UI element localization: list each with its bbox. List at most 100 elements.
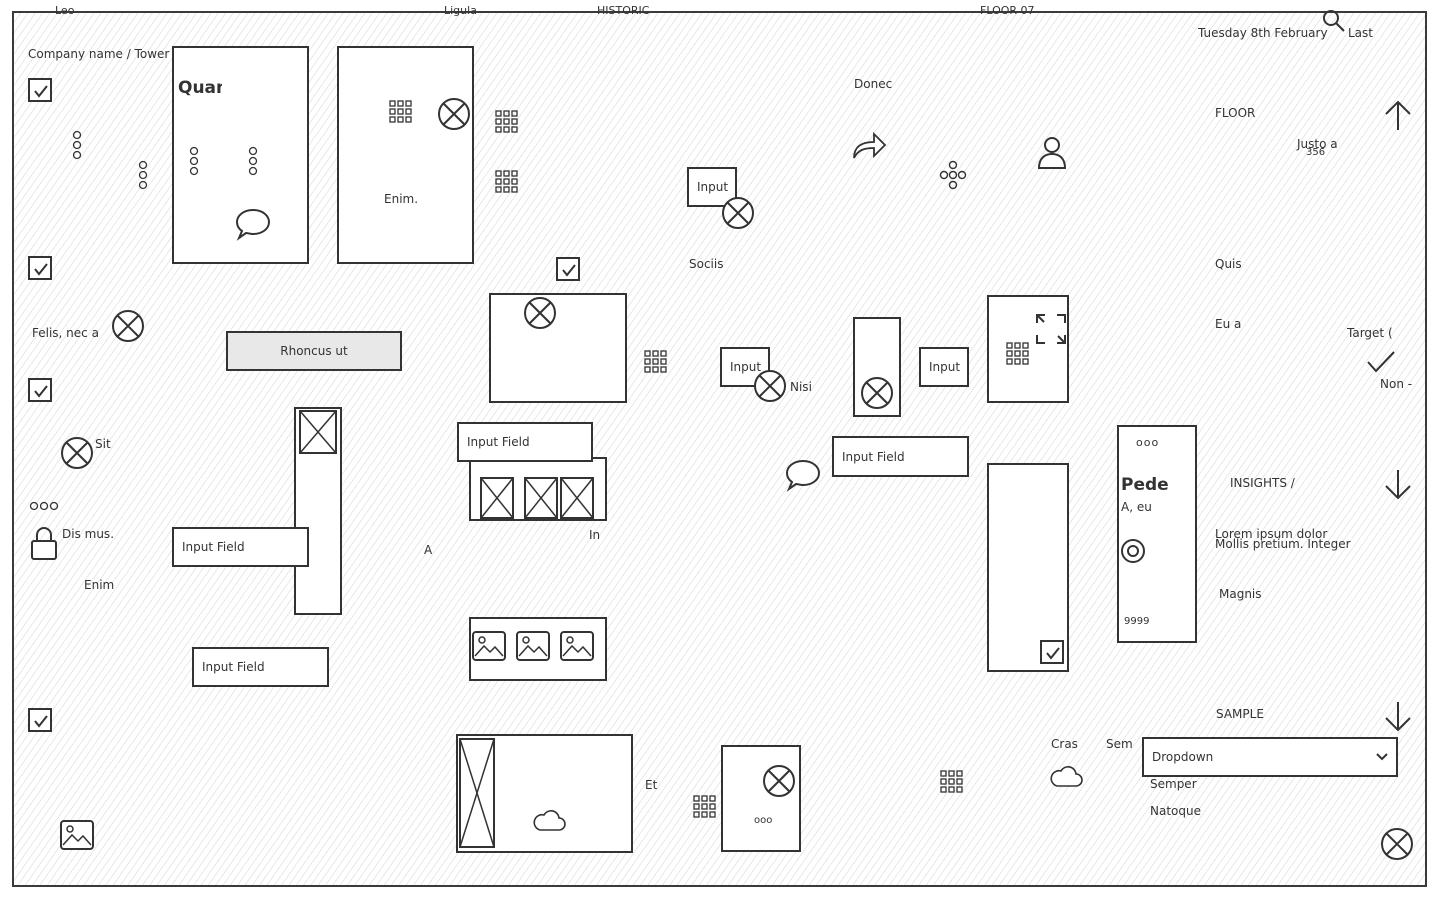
image-placeholder-icon xyxy=(459,738,495,848)
checkbox[interactable] xyxy=(1040,640,1064,664)
check-icon xyxy=(1366,350,1396,374)
image-placeholder-icon xyxy=(524,477,558,519)
image-icon xyxy=(60,820,94,850)
felis-label: Felis, nec a xyxy=(32,326,99,340)
arrow-down-icon[interactable] xyxy=(1383,700,1413,732)
in-label: In xyxy=(589,528,601,542)
narrow-card[interactable] xyxy=(853,317,901,417)
rhoncus-button[interactable]: Rhoncus ut xyxy=(226,331,402,371)
more-vertical-icon[interactable] xyxy=(138,160,148,192)
close-circle-icon[interactable] xyxy=(859,375,895,411)
quis-label: Quis xyxy=(1215,257,1242,271)
image-placeholder-icon xyxy=(560,477,594,519)
cras-label: Cras xyxy=(1051,737,1078,751)
breadcrumb[interactable]: Company name / Tower Block xyxy=(28,47,206,61)
small-card[interactable] xyxy=(721,745,801,852)
sem-label: Sem xyxy=(1106,737,1133,751)
dropdown-option[interactable]: Semper xyxy=(1150,777,1197,791)
expand-card[interactable] xyxy=(987,295,1069,403)
more-vertical-icon[interactable] xyxy=(248,146,258,178)
input-small[interactable]: Input xyxy=(687,167,737,207)
quam-title: Quam xyxy=(178,78,222,98)
donec-label: Donec xyxy=(854,77,893,91)
close-circle-icon[interactable] xyxy=(1379,826,1415,862)
ooo-label: ooo xyxy=(754,815,773,826)
checkbox[interactable] xyxy=(28,708,52,732)
grid-icon[interactable] xyxy=(495,170,519,194)
grid-icon[interactable] xyxy=(495,110,519,134)
dropdown[interactable]: Dropdown xyxy=(1142,737,1398,777)
tab-historic[interactable]: HISTORIC xyxy=(597,4,650,17)
profile-card[interactable] xyxy=(1117,425,1197,643)
eu-label: Eu a xyxy=(1215,317,1242,331)
enim-card[interactable] xyxy=(337,46,474,264)
dots-cluster-icon[interactable] xyxy=(938,160,968,190)
checkbox[interactable] xyxy=(28,378,52,402)
a-label: A xyxy=(424,543,433,557)
expand-icon[interactable] xyxy=(1035,313,1067,345)
comment-icon[interactable] xyxy=(234,207,272,241)
grid-icon[interactable] xyxy=(940,770,964,794)
justo-label: Justo a xyxy=(1297,137,1338,151)
checkbox[interactable] xyxy=(556,257,580,281)
tall-card[interactable] xyxy=(987,463,1069,672)
profile-title: Pede xyxy=(1121,475,1169,495)
floor-heading: FLOOR xyxy=(1215,106,1256,120)
input-small[interactable]: Input xyxy=(919,347,969,387)
arrow-down-icon[interactable] xyxy=(1383,468,1413,500)
close-circle-icon[interactable] xyxy=(761,763,797,799)
grid-icon[interactable] xyxy=(1006,342,1030,366)
close-circle-icon[interactable] xyxy=(752,368,788,404)
grid-icon[interactable] xyxy=(389,100,413,124)
dropdown-option[interactable]: Natoque xyxy=(1150,804,1201,818)
enim-card-label: Enim. xyxy=(384,192,419,206)
close-circle-icon[interactable] xyxy=(436,96,472,132)
checkbox[interactable] xyxy=(28,256,52,280)
grid-icon[interactable] xyxy=(644,350,668,374)
input-field[interactable]: Input Field xyxy=(832,436,969,477)
user-icon[interactable] xyxy=(1036,135,1068,169)
radio-icon[interactable] xyxy=(1120,538,1146,564)
justo-value: 356 xyxy=(1306,147,1326,158)
nisi-label: Nisi xyxy=(790,380,812,394)
close-circle-icon[interactable] xyxy=(59,435,95,471)
last-link[interactable]: Last xyxy=(1348,26,1373,40)
dropdown-value: Dropdown xyxy=(1152,750,1214,764)
target-label: Target ( xyxy=(1347,326,1393,340)
profile-more[interactable]: ooo xyxy=(1136,436,1160,449)
input-field[interactable]: Input Field xyxy=(192,647,329,687)
tab-floor[interactable]: FLOOR 07 xyxy=(980,4,1035,17)
input-field[interactable]: Input Field xyxy=(172,527,309,567)
center-card[interactable] xyxy=(489,293,627,403)
search-icon[interactable] xyxy=(1321,8,1347,34)
tab-leo[interactable]: Leo xyxy=(55,4,75,17)
cloud-icon xyxy=(531,806,567,834)
enim-label: Enim xyxy=(84,578,115,592)
magnis-label: Magnis xyxy=(1219,587,1262,601)
close-circle-icon[interactable] xyxy=(720,195,756,231)
checkbox[interactable] xyxy=(28,78,52,102)
image-icon[interactable] xyxy=(472,631,506,661)
sample-heading: SAMPLE xyxy=(1216,707,1264,721)
et-label: Et xyxy=(645,778,658,792)
input-field[interactable]: Input Field xyxy=(457,422,593,462)
header-date: Tuesday 8th February xyxy=(1198,26,1328,40)
close-circle-icon[interactable] xyxy=(522,295,558,331)
sit-label: Sit xyxy=(95,437,111,451)
more-vertical-icon[interactable] xyxy=(189,146,199,178)
close-circle-icon[interactable] xyxy=(110,308,146,344)
arrow-up-icon[interactable] xyxy=(1383,100,1413,132)
comment-icon[interactable] xyxy=(784,458,822,492)
more-vertical-icon[interactable] xyxy=(72,130,82,162)
insights-heading: INSIGHTS / xyxy=(1230,476,1295,490)
tab-ligula[interactable]: Ligula xyxy=(444,4,477,17)
image-icon[interactable] xyxy=(516,631,550,661)
chevron-down-icon xyxy=(1376,753,1388,761)
non-label: Non - xyxy=(1380,377,1413,391)
profile-subtitle: A, eu xyxy=(1121,500,1152,514)
image-icon[interactable] xyxy=(560,631,594,661)
more-horizontal-icon[interactable] xyxy=(29,500,61,512)
lorem-text: Lorem ipsum dolor xyxy=(1215,527,1328,541)
share-icon[interactable] xyxy=(850,128,888,162)
grid-icon[interactable] xyxy=(693,795,717,819)
